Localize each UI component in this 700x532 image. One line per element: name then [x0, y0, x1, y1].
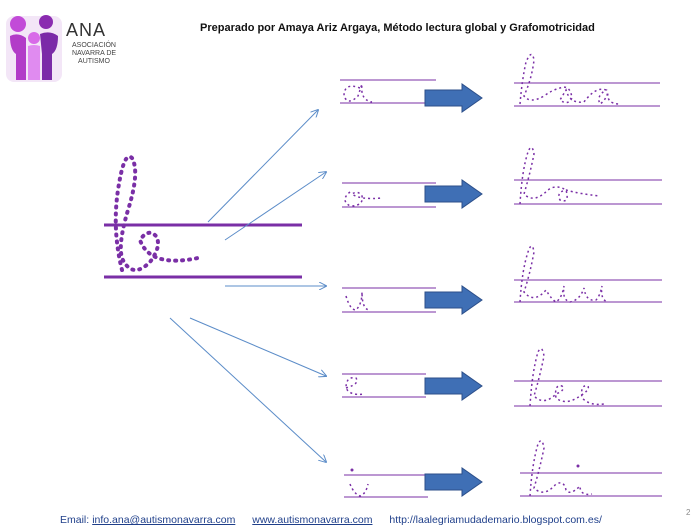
logo-subtitle: ASOCIACIÓN NAVARRA DE AUTISMO: [62, 42, 126, 66]
footer-blog-group: http://laalegriamudademario.blogspot.com…: [389, 514, 615, 526]
block-arrow-icon: [424, 83, 483, 113]
footer-email-group: Email:info.ana@autismonavarra.com: [60, 514, 238, 526]
logo-subtitle-line: ASOCIACIÓN: [72, 42, 116, 49]
logo-subtitle-line: AUTISMO: [78, 58, 110, 65]
page-header: Preparado por Amaya Ariz Argaya, Método …: [200, 22, 595, 34]
footer-email-link[interactable]: info.ana@autismonavarra.com: [92, 514, 236, 526]
logo-title: ANA: [66, 20, 107, 40]
footer-email-label: Email:: [60, 514, 90, 526]
row-bu: [342, 245, 662, 315]
block-arrow-icon: [424, 179, 483, 209]
footer-blog-link[interactable]: http://laalegriamudademario.blogspot.com…: [389, 514, 602, 526]
letter-b-tracing: [104, 154, 302, 279]
block-arrow-icon: [424, 285, 483, 315]
footer-website-link[interactable]: www.autismonavarra.com: [252, 514, 373, 526]
connector-arrows: [169, 110, 326, 462]
block-arrow-icon: [424, 467, 483, 497]
row-ba: [340, 53, 660, 113]
page-number: 2: [686, 508, 691, 517]
ana-logo-icon: [6, 15, 62, 82]
row-bo: [342, 146, 662, 209]
row-bi: [344, 440, 662, 498]
row-be: [342, 348, 662, 407]
footer-website-group: www.autismonavarra.com: [252, 514, 375, 526]
logo-subtitle-line: NAVARRA DE: [71, 50, 117, 57]
block-arrow-icon: [424, 371, 483, 401]
footer: Email:info.ana@autismonavarra.com www.au…: [60, 514, 630, 526]
